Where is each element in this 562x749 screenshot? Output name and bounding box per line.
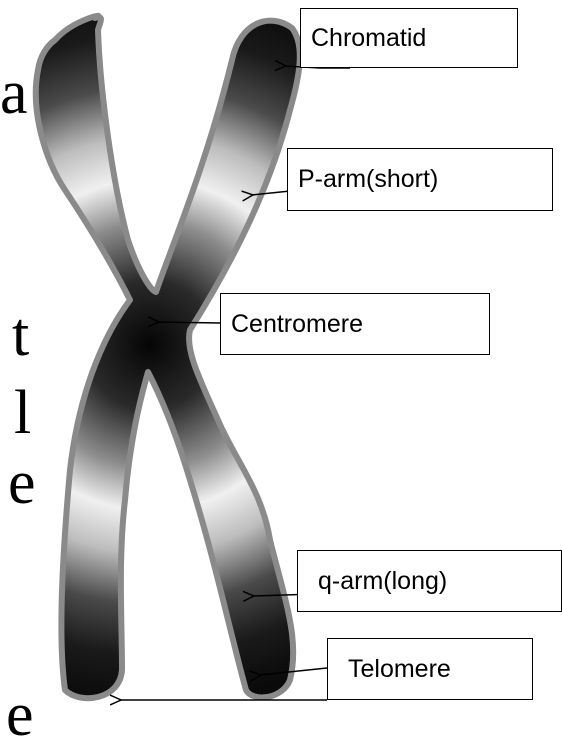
centromere-pointer (158, 322, 220, 323)
q-arm-label-text: q-arm(long) (318, 567, 447, 596)
centromere-label: Centromere (220, 293, 490, 355)
chromatid-label: Chromatid (300, 8, 518, 68)
p-arm-label-text: P-arm(short) (298, 165, 438, 194)
centromere-label-text: Centromere (231, 310, 363, 339)
p-arm-label: P-arm(short) (287, 148, 553, 211)
chromatid-label-text: Chromatid (311, 24, 426, 53)
telomere-label: Telomere (327, 638, 533, 700)
q-arm-label: q-arm(long) (297, 550, 562, 612)
telomere-label-text: Telomere (348, 655, 451, 684)
